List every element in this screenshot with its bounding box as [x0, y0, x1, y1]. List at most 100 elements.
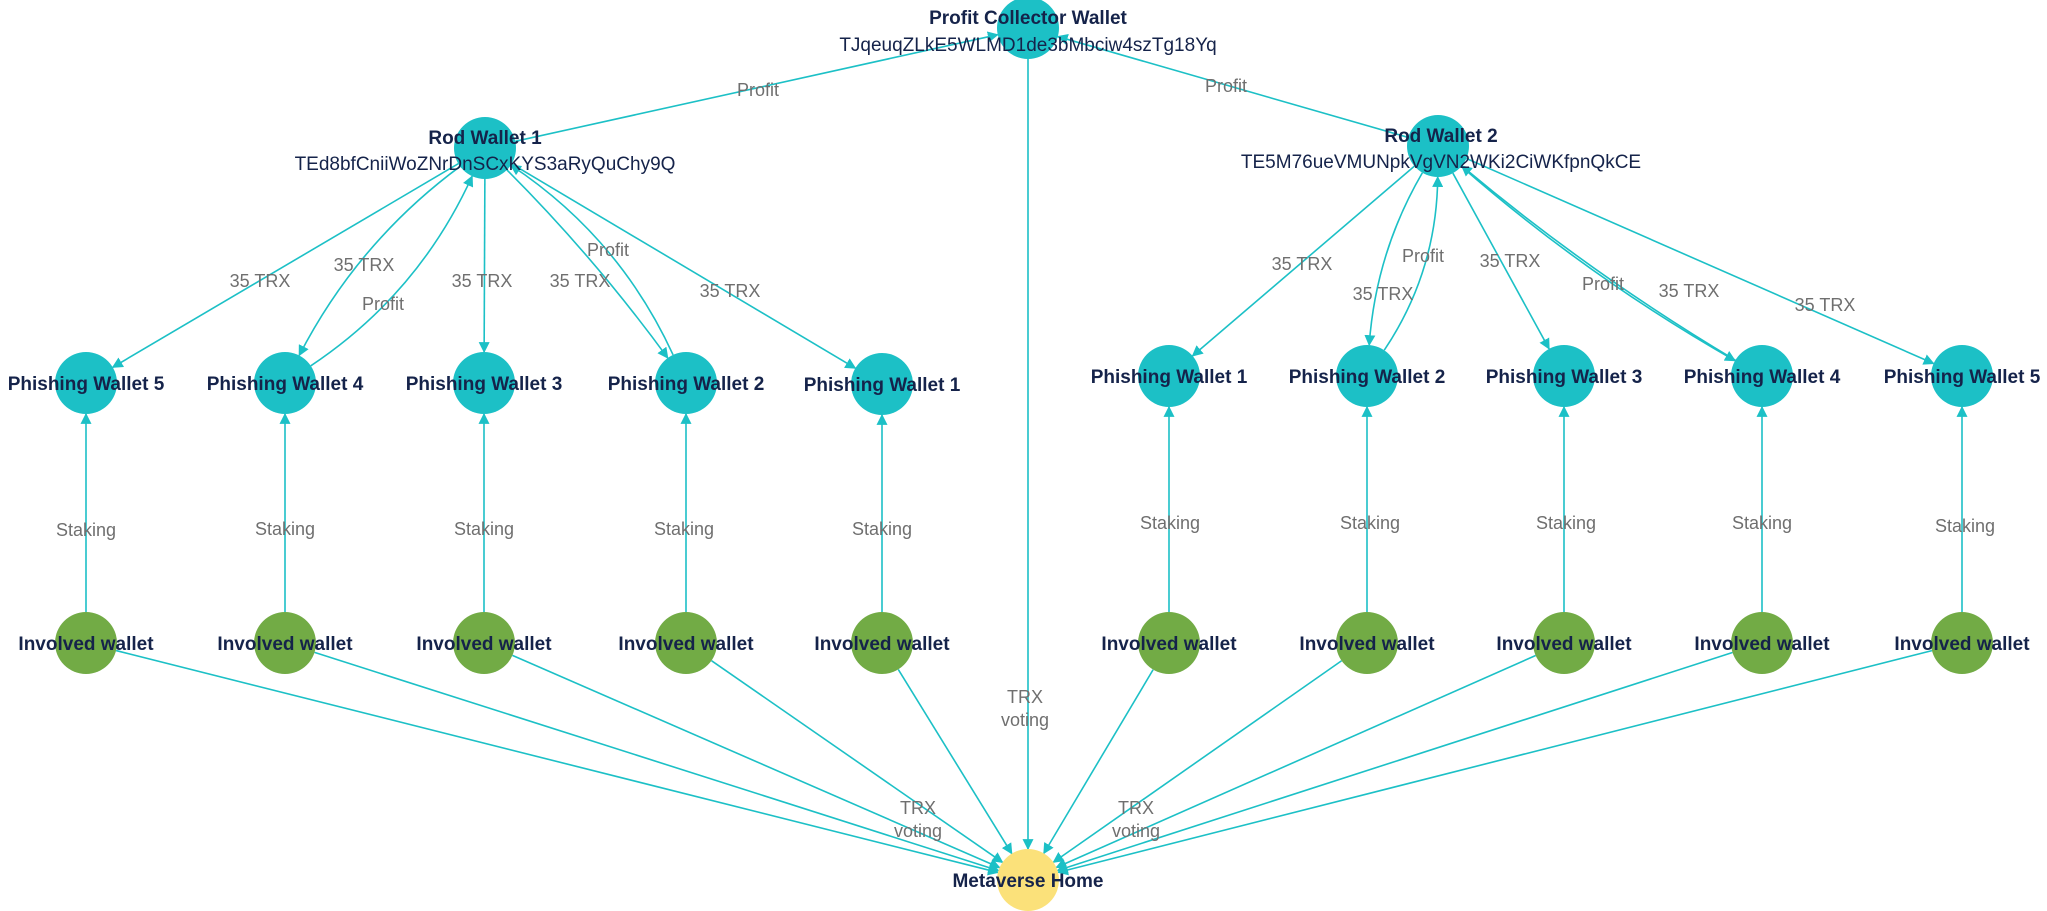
edge-label-p1_2-to-rod1: Profit — [587, 240, 629, 260]
node-label-i1: Involved wallet — [18, 634, 154, 655]
nodes-layer — [55, 0, 1993, 911]
edge-label-i3-to-p1_3: Staking — [454, 519, 514, 539]
node-label-i4: Involved wallet — [618, 634, 754, 655]
node-label-p1_3: Phishing Wallet 3 — [406, 374, 563, 395]
edge-label-i1-to-p1_5: Staking — [56, 520, 116, 540]
node-p2_1[interactable] — [1138, 345, 1200, 407]
edge-label-i4-to-p1_2: Staking — [654, 519, 714, 539]
node-label-i8: Involved wallet — [1496, 634, 1632, 655]
edge-label-rod1-to-p1_3: 35 TRX — [452, 271, 513, 291]
node-label-i6: Involved wallet — [1101, 634, 1237, 655]
edge-rod1-to-p1_2 — [506, 169, 669, 359]
node-label-p1_1: Phishing Wallet 1 — [804, 375, 961, 396]
edge-i9-to-home — [1056, 651, 1733, 873]
node-label-p2_4: Phishing Wallet 4 — [1684, 367, 1841, 388]
edge-label-p1_4-to-rod1: Profit — [362, 294, 404, 314]
node-p1_5[interactable] — [55, 352, 117, 414]
edge-label-rod2-to-p2_5: 35 TRX — [1795, 295, 1856, 315]
node-rod1[interactable] — [454, 117, 516, 179]
edge-label-rod1-to-p1_5: 35 TRX — [230, 271, 291, 291]
edge-label-i8-to-p2_3: Staking — [1536, 513, 1596, 533]
edge-rod2-to-p2_5 — [1466, 157, 1935, 365]
node-label-i3: Involved wallet — [416, 634, 552, 655]
edge-rod1-to-p1_1 — [511, 163, 857, 369]
edge-p1_2-to-rod1 — [509, 164, 674, 356]
node-p1_4[interactable] — [254, 352, 316, 414]
edge-p2_2-to-rod2 — [1383, 175, 1444, 351]
edge-rod1-to-p1_5 — [111, 163, 459, 368]
node-label-collector: Profit Collector Wallet — [929, 8, 1127, 29]
edges-layer — [80, 31, 1968, 876]
node-i9[interactable] — [1731, 612, 1793, 674]
edge-i2-to-home — [314, 651, 1000, 873]
edge-label-rod2-to-p2_2: 35 TRX — [1353, 284, 1414, 304]
edge-label-i5-to-p1_1: Staking — [852, 519, 912, 539]
node-i1[interactable] — [55, 612, 117, 674]
node-p2_4[interactable] — [1731, 345, 1793, 407]
node-p2_3[interactable] — [1533, 345, 1595, 407]
edge-p1_4-to-rod1 — [310, 175, 474, 367]
node-p2_5[interactable] — [1931, 345, 1993, 407]
edge-label-rod2-to-collector: Profit — [1205, 76, 1247, 96]
node-p1_1[interactable] — [851, 353, 913, 415]
edge-rod2-to-p2_3 — [1452, 172, 1550, 350]
node-i10[interactable] — [1931, 612, 1993, 674]
edge-i5-to-home — [897, 668, 1013, 855]
node-i8[interactable] — [1533, 612, 1595, 674]
node-label-i5: Involved wallet — [814, 634, 950, 655]
node-label-p2_5: Phishing Wallet 5 — [1884, 367, 2041, 388]
edge-rod2-to-p2_2 — [1364, 172, 1424, 347]
node-p1_2[interactable] — [655, 352, 717, 414]
edge-label-rod2-to-p2_1: 35 TRX — [1272, 254, 1333, 274]
node-collector[interactable] — [997, 0, 1059, 59]
edge-rod2-to-p2_4 — [1460, 165, 1737, 362]
node-address-rod2: TE5M76ueVMUNpkVgVN2WKi2CiWKfpnQkCE — [1241, 152, 1641, 173]
node-label-i9: Involved wallet — [1694, 634, 1830, 655]
edge-i10-to-home — [1056, 649, 1933, 876]
node-i6[interactable] — [1138, 612, 1200, 674]
edge-rod1-to-collector — [515, 31, 999, 143]
node-i7[interactable] — [1336, 612, 1398, 674]
node-label-p2_1: Phishing Wallet 1 — [1091, 367, 1248, 388]
node-label-i2: Involved wallet — [217, 634, 353, 655]
edge-label-i2-to-p1_4: Staking — [255, 519, 315, 539]
node-rod2[interactable] — [1407, 115, 1469, 177]
node-labels-layer: Profit Collector WalletTJqeuqZLkE5WLMD1d… — [8, 8, 2041, 892]
node-label-p2_3: Phishing Wallet 3 — [1486, 367, 1643, 388]
edge-i6-to-home — [1043, 669, 1154, 855]
node-label-p2_2: Phishing Wallet 2 — [1289, 367, 1446, 388]
node-home[interactable] — [997, 849, 1059, 911]
node-address-collector: TJqeuqZLkE5WLMD1de3bMbciw4szTg18Yq — [839, 35, 1216, 56]
node-p1_3[interactable] — [453, 352, 515, 414]
edge-rod2-to-p2_1 — [1191, 165, 1415, 357]
node-i4[interactable] — [655, 612, 717, 674]
edge-label-p2_2-to-rod2: Profit — [1402, 246, 1444, 266]
node-i3[interactable] — [453, 612, 515, 674]
node-label-p1_4: Phishing Wallet 4 — [207, 374, 364, 395]
edge-label-i10-to-p2_5: Staking — [1935, 516, 1995, 536]
edge-label-rod2-to-p2_3: 35 TRX — [1480, 251, 1541, 271]
node-label-p1_2: Phishing Wallet 2 — [608, 374, 765, 395]
edge-i1-to-home — [115, 649, 1000, 876]
node-label-i7: Involved wallet — [1299, 634, 1435, 655]
edge-label-rod1-to-p1_2: 35 TRX — [550, 271, 611, 291]
edge-rod2-to-collector — [1056, 34, 1409, 139]
edge-rod1-to-p1_3 — [478, 178, 490, 354]
node-label-i10: Involved wallet — [1894, 634, 2030, 655]
edge-label-i6-to-p2_1: Staking — [1140, 513, 1200, 533]
node-label-home: Metaverse Home — [952, 871, 1103, 892]
edge-i3-to-home — [512, 654, 1001, 869]
node-p2_2[interactable] — [1336, 345, 1398, 407]
edge-label-rod1-to-collector: Profit — [737, 80, 779, 100]
edge-label-i9-to-p2_4: Staking — [1732, 513, 1792, 533]
edge-i7-to-home — [1052, 660, 1343, 863]
node-i2[interactable] — [254, 612, 316, 674]
node-i5[interactable] — [851, 612, 913, 674]
node-label-rod1: Rod Wallet 1 — [428, 128, 542, 149]
edge-p2_4-to-rod2 — [1460, 165, 1736, 361]
